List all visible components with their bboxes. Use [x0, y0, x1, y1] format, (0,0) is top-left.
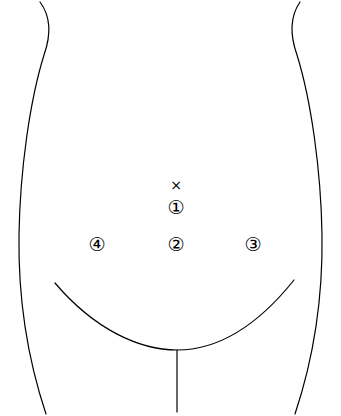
midline [176, 350, 177, 412]
callout-number: ① [167, 198, 184, 217]
port-mark: × [170, 178, 182, 192]
groin-line [55, 280, 294, 350]
callout-number: ④ [88, 235, 105, 254]
left-flank-line [19, 2, 49, 414]
callout-number: ② [167, 235, 184, 254]
right-flank-line [292, 2, 322, 414]
callout-number: ③ [244, 235, 261, 254]
